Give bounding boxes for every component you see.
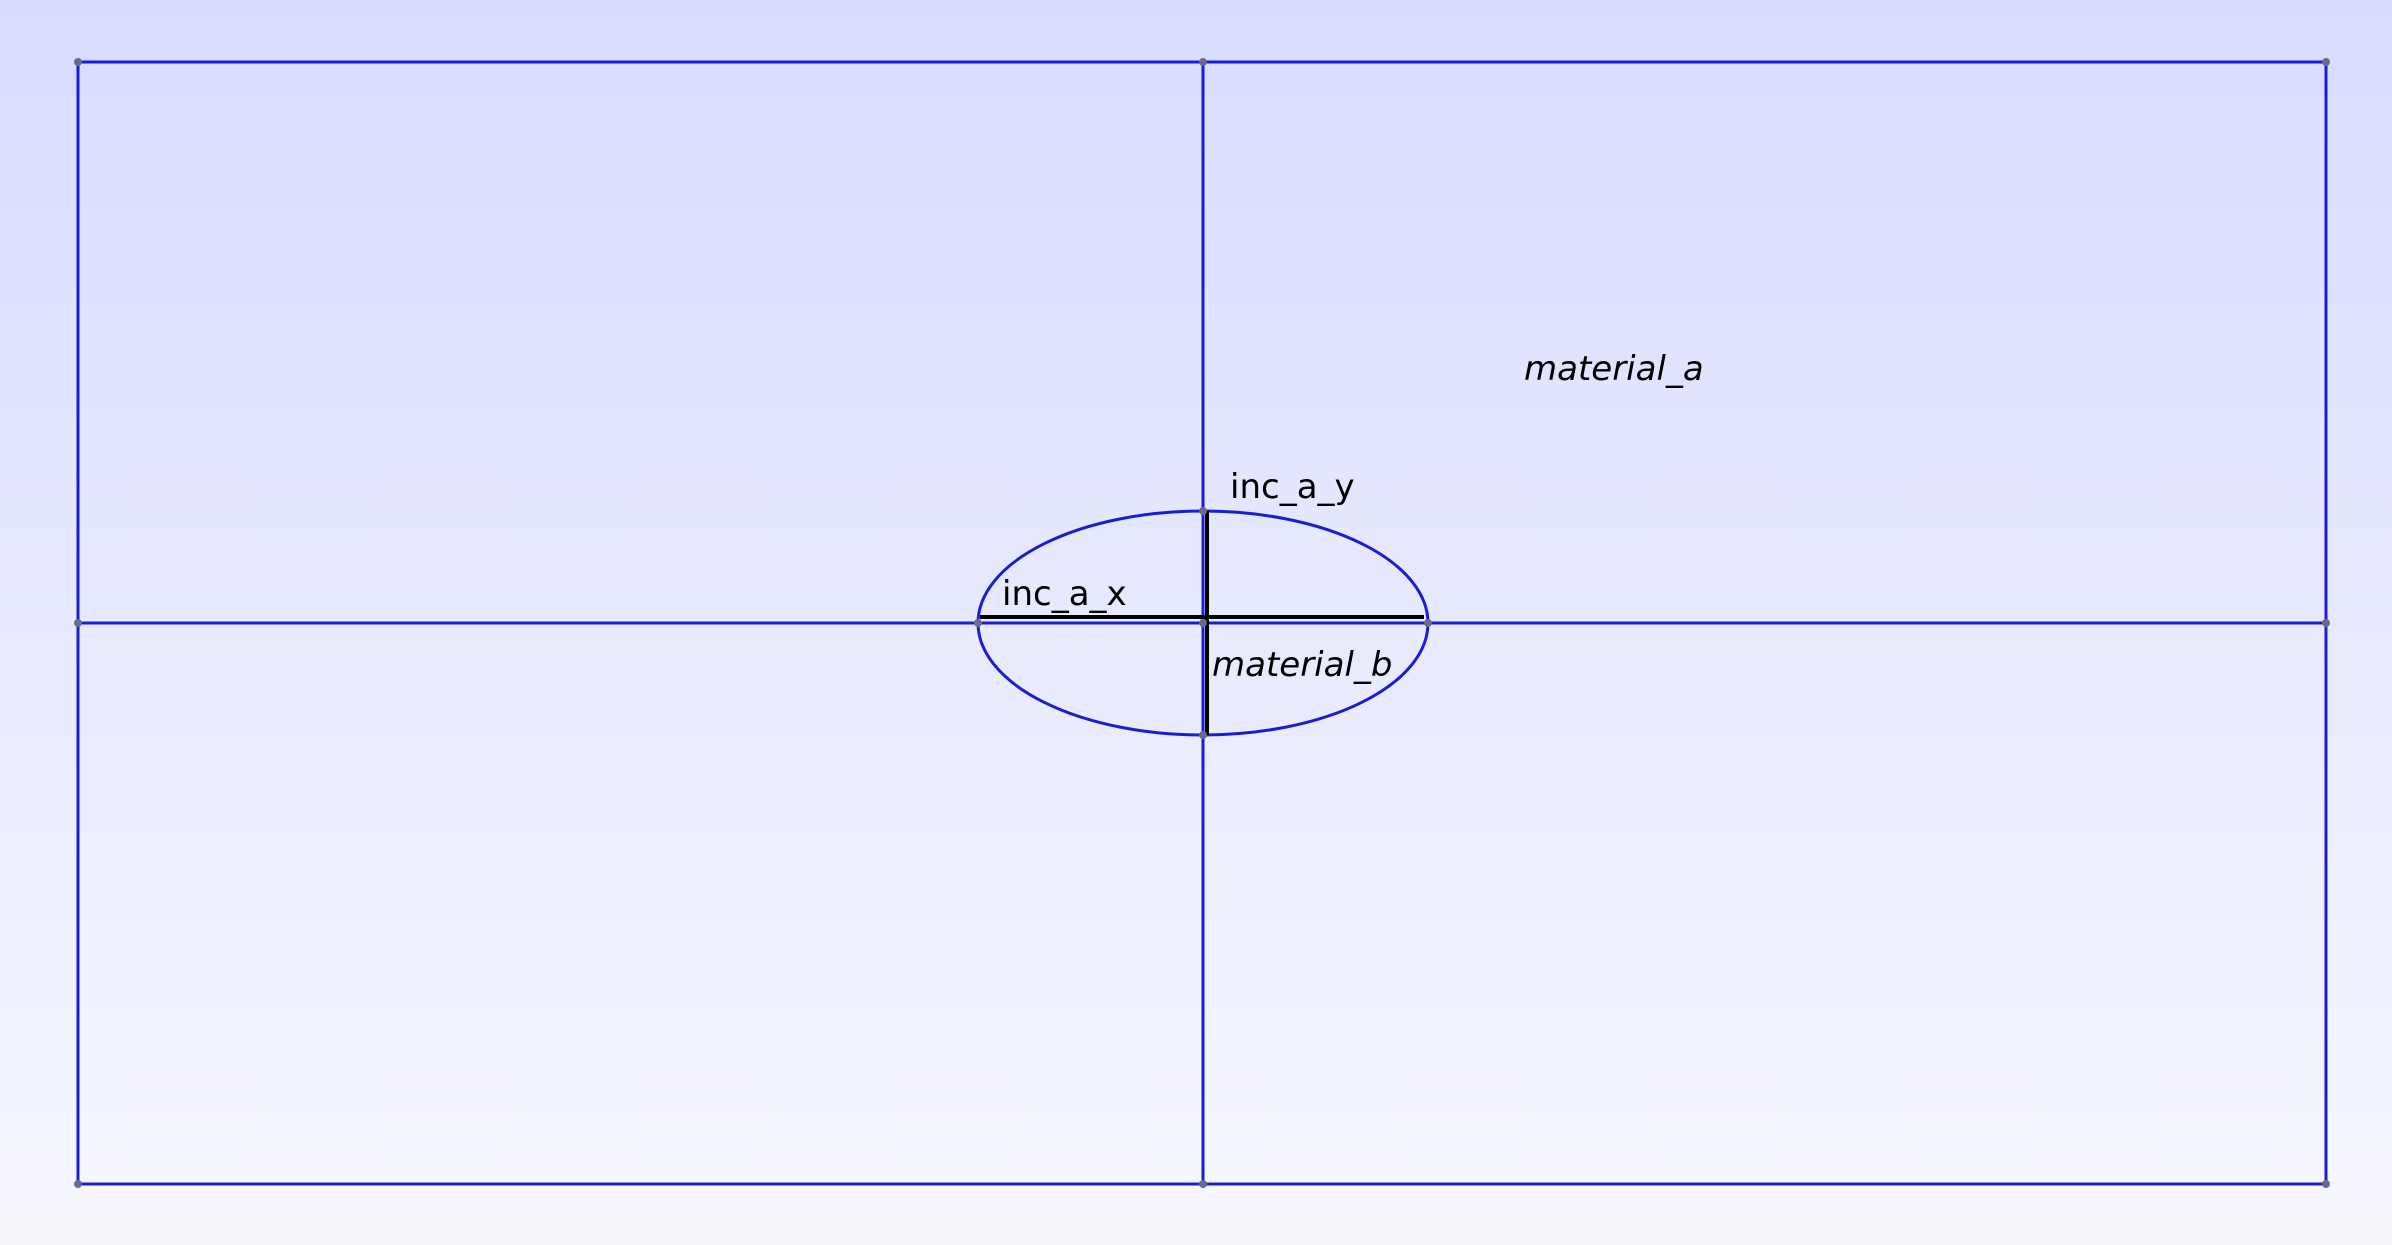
vertex-point[interactable] — [74, 619, 82, 627]
vertex-point[interactable] — [1199, 731, 1207, 739]
vertex-point[interactable] — [1424, 619, 1432, 627]
dimension-label-x: inc_a_x — [1002, 574, 1127, 614]
vertex-point[interactable] — [2322, 58, 2330, 66]
vertex-point[interactable] — [1199, 58, 1207, 66]
vertex-point[interactable] — [1199, 507, 1207, 515]
region-label-inclusion: material_b — [1212, 645, 1393, 685]
vertex-point[interactable] — [1199, 1180, 1207, 1188]
region-label-outer: material_a — [1524, 349, 1704, 389]
vertex-point[interactable] — [2322, 1180, 2330, 1188]
vertex-point[interactable] — [2322, 619, 2330, 627]
vertex-point[interactable] — [1199, 619, 1207, 627]
vertex-point[interactable] — [74, 58, 82, 66]
dimension-label-y: inc_a_y — [1230, 467, 1355, 507]
vertex-point[interactable] — [974, 619, 982, 627]
vertex-point[interactable] — [74, 1180, 82, 1188]
